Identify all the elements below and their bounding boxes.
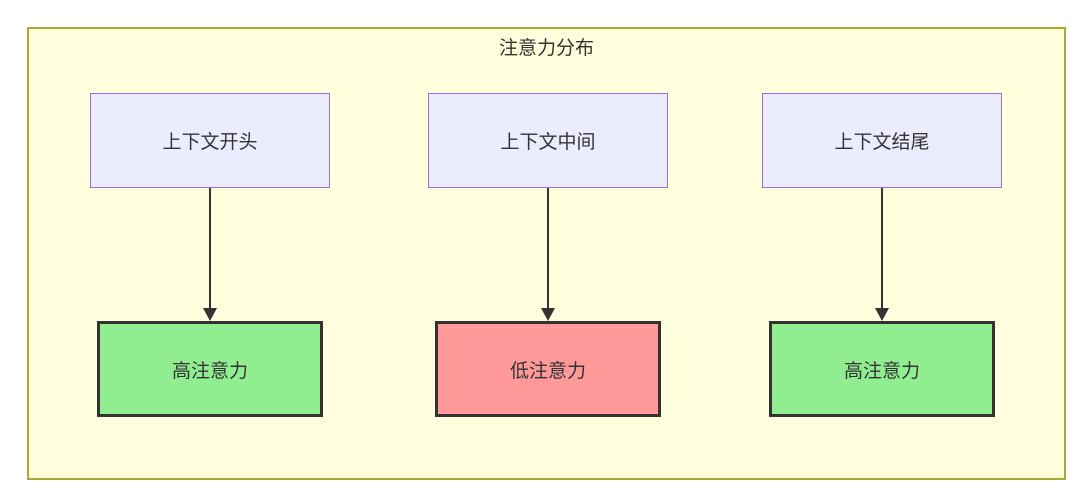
- arrowhead-down-icon: [203, 308, 217, 321]
- edge-context-middle: [541, 188, 555, 321]
- arrowhead-down-icon: [875, 308, 889, 321]
- node-context-start: 上下文开头: [90, 93, 330, 188]
- edge-context-end: [875, 188, 889, 321]
- edge-context-start: [203, 188, 217, 321]
- node-attention-high-1: 高注意力: [97, 321, 323, 417]
- node-context-middle: 上下文中间: [428, 93, 668, 188]
- arrowhead-down-icon: [541, 308, 555, 321]
- node-context-end: 上下文结尾: [762, 93, 1002, 188]
- flow-column-context-end: 上下文结尾 高注意力: [762, 93, 1002, 417]
- node-attention-high-2: 高注意力: [769, 321, 995, 417]
- cluster-title: 注意力分布: [498, 38, 594, 59]
- edge-line: [209, 188, 211, 308]
- node-attention-low: 低注意力: [435, 321, 661, 417]
- flow-column-context-start: 上下文开头 高注意力: [90, 93, 330, 417]
- edge-line: [547, 188, 549, 308]
- edge-line: [881, 188, 883, 308]
- flow-column-context-middle: 上下文中间 低注意力: [428, 93, 668, 417]
